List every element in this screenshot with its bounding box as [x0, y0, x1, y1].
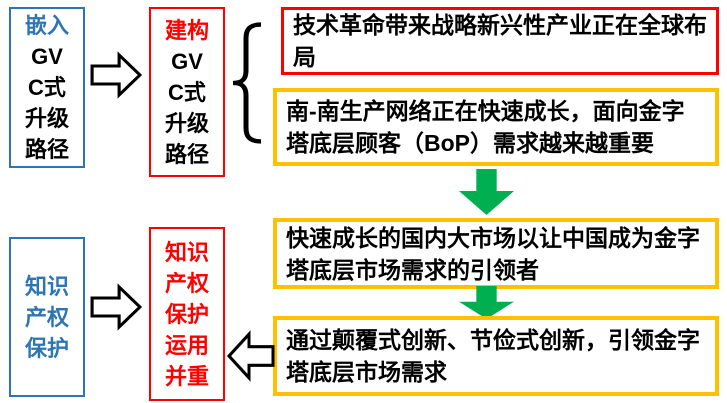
- box-south-south-network: 南-南生产网络正在快速成长，面向金字塔底层顾客（BoP）需求越来越重要: [273, 88, 719, 166]
- embed-gvc-highlight: 嵌入: [24, 13, 69, 38]
- box-embed-gvc-upgrade-path: 嵌入 GV C式 升级 路径: [9, 7, 85, 168]
- right-arrow-icon-top: [90, 51, 142, 99]
- disruptive-innovation-text: 通过颠覆式创新、节俭式创新，引领金字塔底层市场需求: [286, 327, 700, 385]
- box-tech-revolution: 技术革命带来战略新兴性产业正在全球布局: [281, 7, 719, 75]
- domestic-market-text: 快速成长的国内大市场以让中国成为金字塔底层市场需求的引领者: [286, 224, 700, 283]
- brace-icon: [229, 22, 263, 144]
- box-domestic-market: 快速成长的国内大市场以让中国成为金字塔底层市场需求的引领者: [273, 218, 719, 289]
- box-disruptive-innovation: 通过颠覆式创新、节俭式创新，引领金字塔底层市场需求: [273, 316, 719, 396]
- left-arrow-icon: [227, 330, 275, 382]
- construct-gvc-rest: GV C式 升级 路径: [164, 48, 209, 167]
- ip-protection-text: 知识 产权 保护: [24, 273, 69, 361]
- down-arrow-icon-2: [459, 286, 514, 319]
- construct-gvc-highlight: 建构: [164, 17, 209, 43]
- down-arrow-icon-1: [459, 169, 514, 215]
- box-ip-protection-use: 知识 产权 保护 运用 并重: [149, 227, 225, 401]
- right-arrow-icon-bottom: [90, 283, 142, 331]
- embed-gvc-rest: GV C式 升级 路径: [24, 44, 69, 162]
- ip-protection-use-text: 知识 产权 保护 运用 并重: [164, 239, 209, 389]
- box-ip-protection: 知识 产权 保护: [9, 237, 85, 397]
- south-south-network-text: 南-南生产网络正在快速成长，面向金字塔底层顾客（BoP）需求越来越重要: [286, 98, 685, 156]
- box-construct-gvc-upgrade-path: 建构 GV C式 升级 路径: [149, 7, 225, 177]
- tech-revolution-text: 技术革命带来战略新兴性产业正在全球布局: [293, 12, 707, 70]
